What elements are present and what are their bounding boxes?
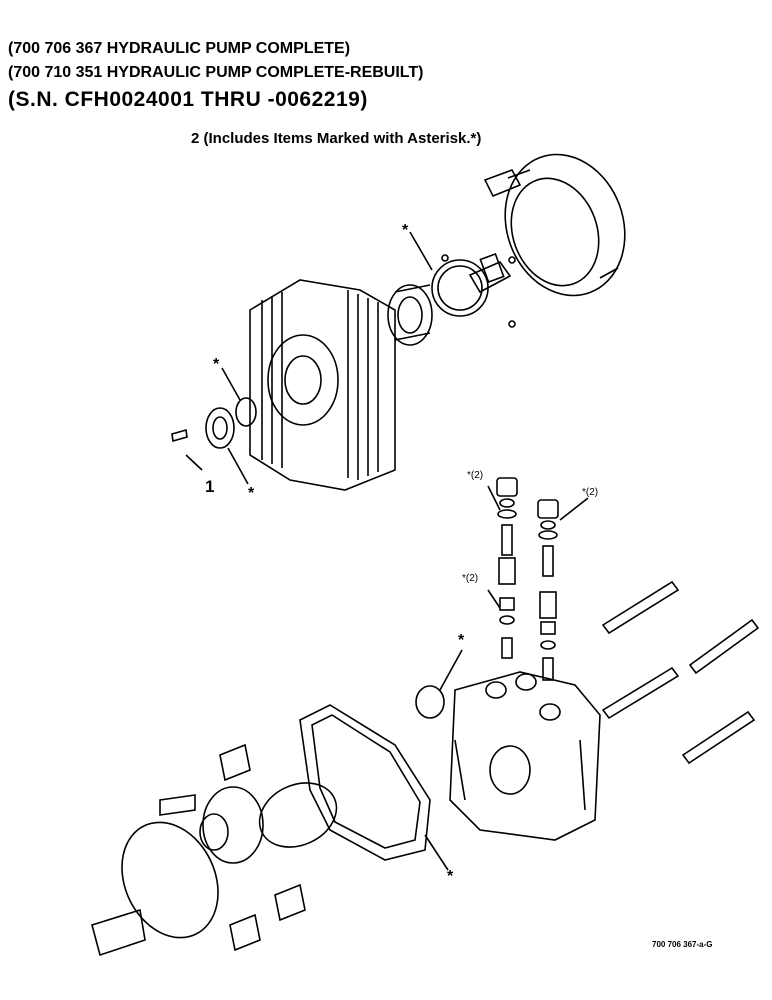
- valve-stack-left: [496, 477, 518, 659]
- header-line-2: (700 710 351 HYDRAULIC PUMP COMPLETE-REB…: [8, 64, 424, 81]
- asterisk-marker: *: [447, 868, 454, 885]
- valve-stack-right: [537, 499, 559, 681]
- header-line-3: (S.N. CFH0024001 THRU -0062219): [8, 88, 368, 111]
- bolts: [601, 580, 760, 765]
- seal-parts: [171, 397, 257, 449]
- outer-ring: [483, 153, 626, 297]
- asterisk-marker: *: [213, 356, 220, 373]
- pump-housing: [249, 279, 396, 491]
- drawing-code: 700 706 367-a-G: [652, 940, 713, 949]
- asterisk-marker: *: [248, 485, 255, 502]
- asterisk-marker: *: [458, 632, 465, 649]
- asterisk-qty-marker: *(2): [582, 487, 599, 498]
- asterisk-marker: *: [402, 222, 409, 239]
- gear-set: [91, 743, 338, 957]
- shaft-assembly: [431, 252, 516, 328]
- valve-body: [415, 671, 601, 841]
- callout-2-text: 2 (Includes Items Marked with Asterisk.*…: [191, 130, 482, 147]
- asterisk-qty-marker: *(2): [467, 470, 484, 481]
- callout-item-1: 1: [205, 477, 215, 496]
- header-line-1: (700 706 367 HYDRAULIC PUMP COMPLETE): [8, 40, 351, 57]
- asterisk-qty-marker: *(2): [462, 573, 479, 584]
- bearing: [387, 284, 433, 346]
- gasket: [299, 704, 431, 861]
